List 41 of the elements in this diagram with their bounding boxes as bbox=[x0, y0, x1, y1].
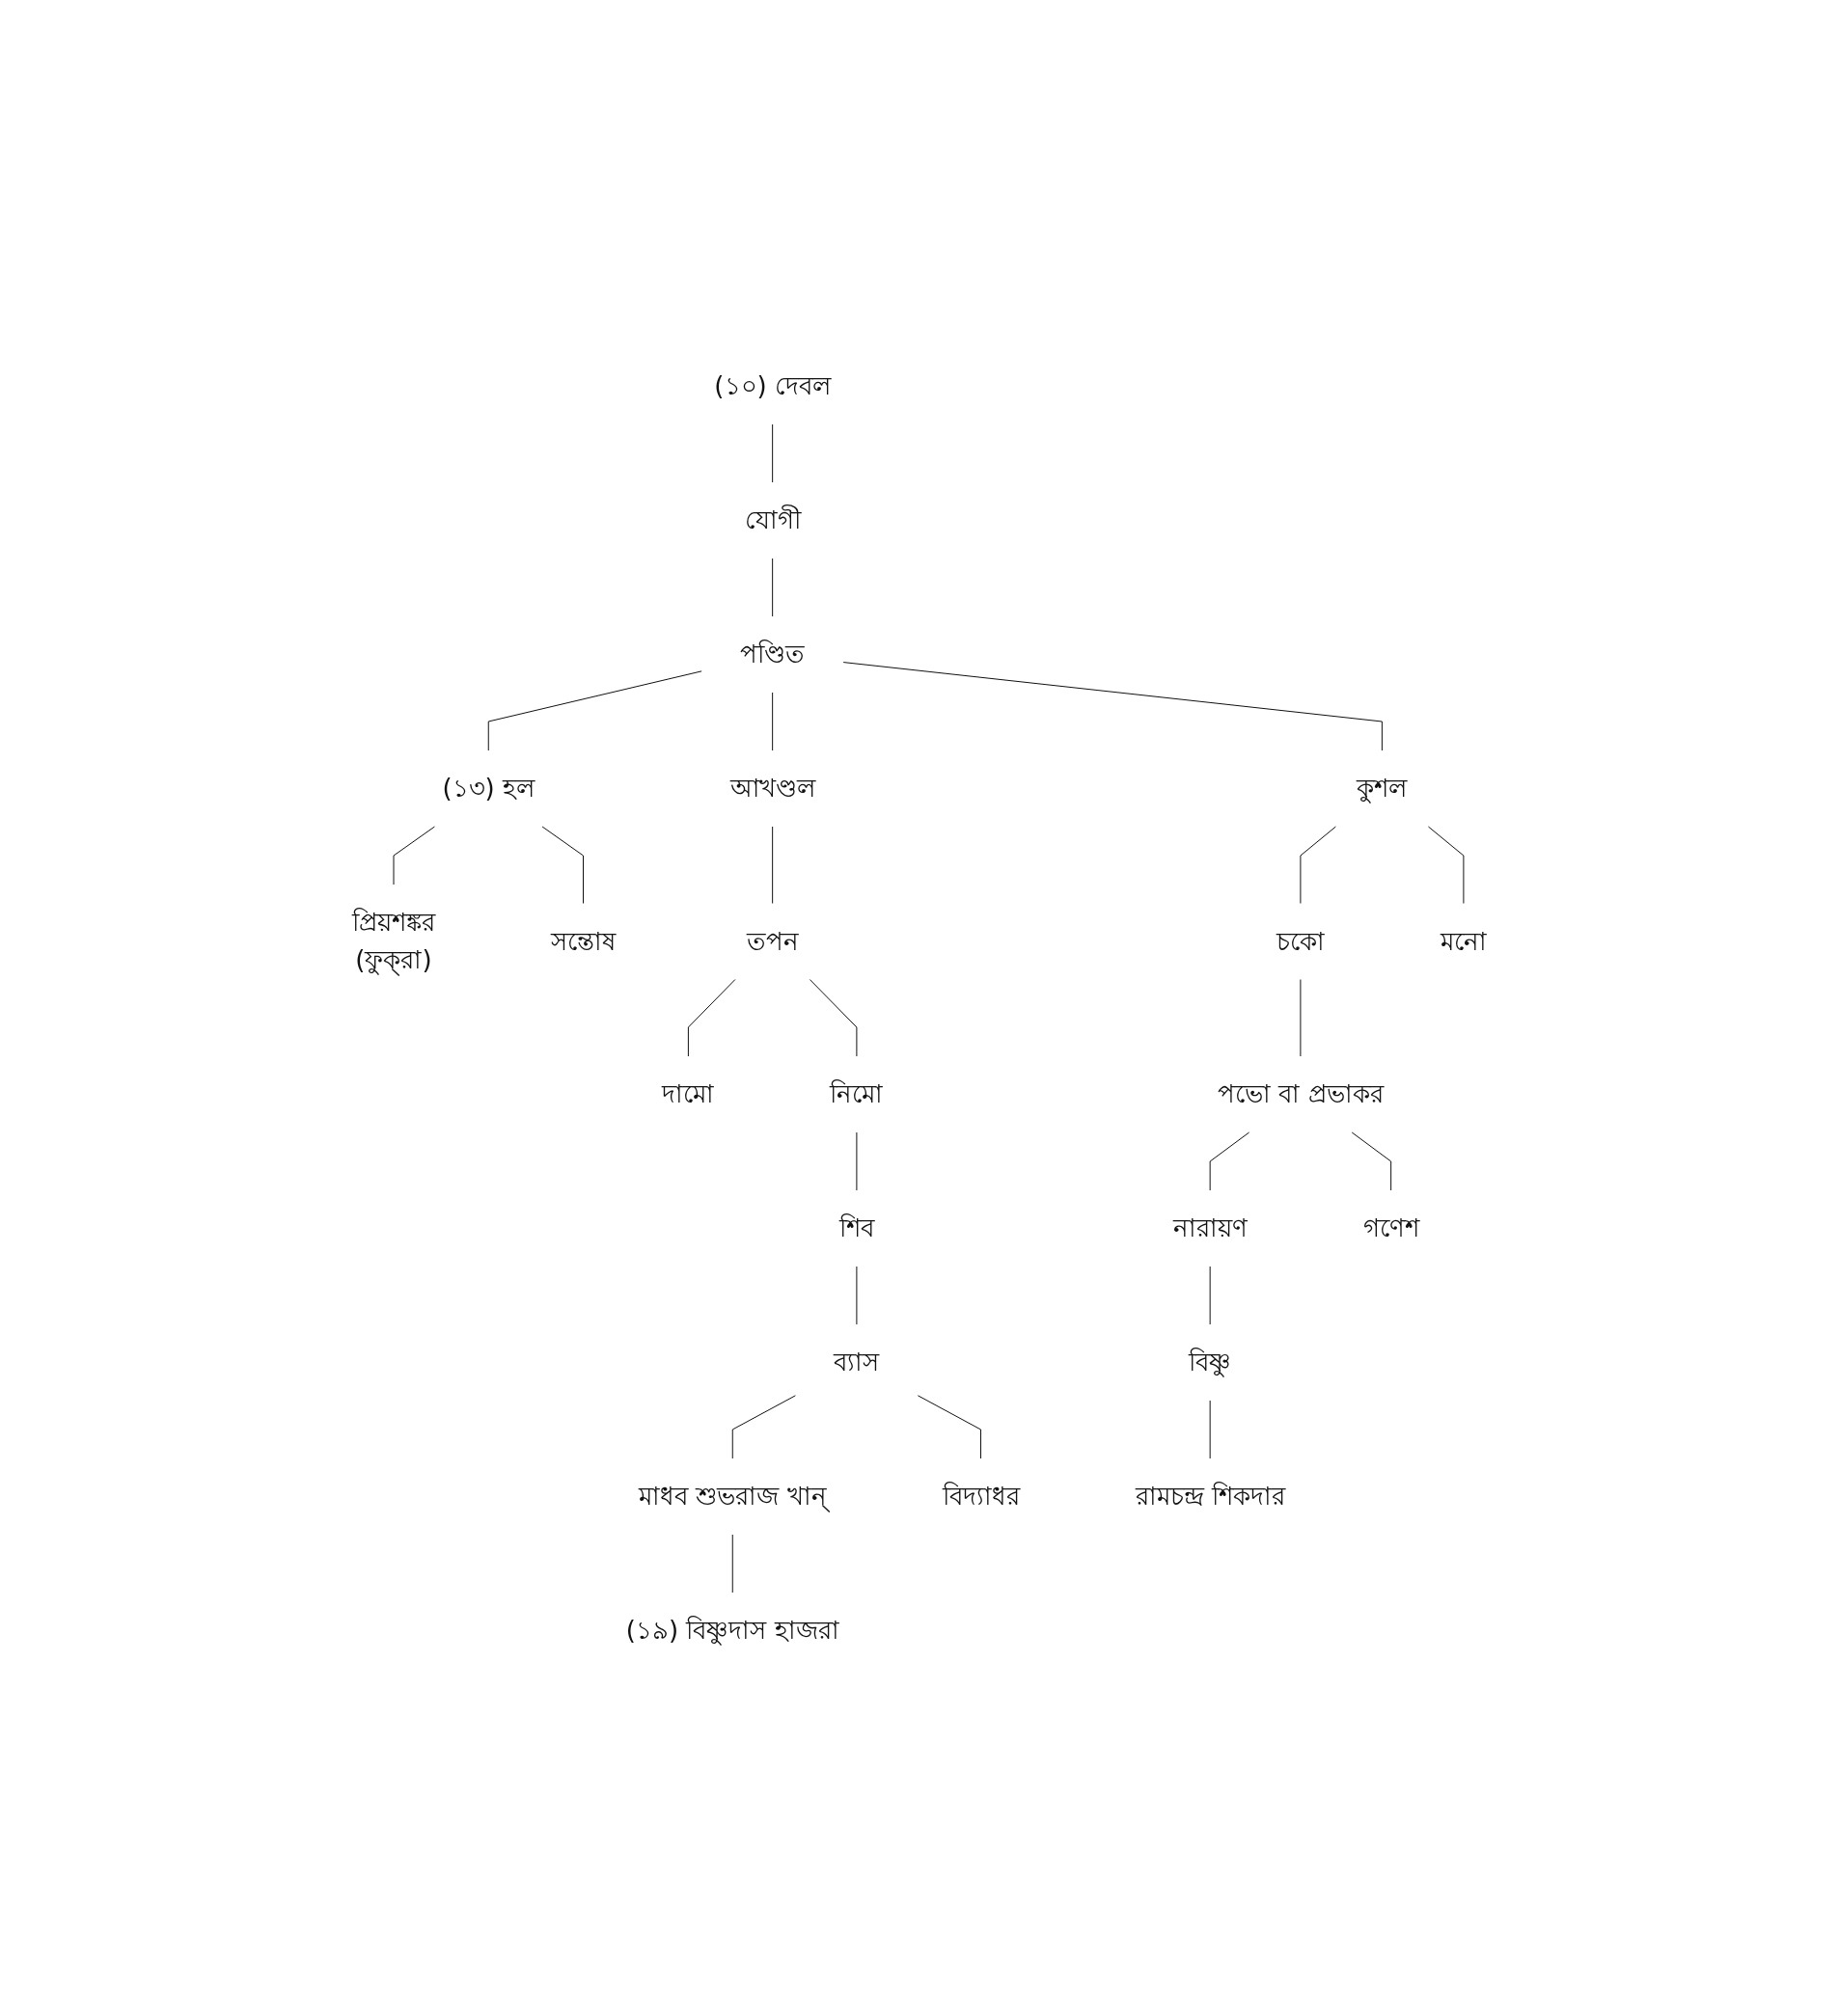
node-text: পভো বা প্রভাকর bbox=[1218, 1078, 1384, 1108]
connector bbox=[772, 692, 774, 750]
connector bbox=[1428, 826, 1465, 904]
node-text: সন্তোষ bbox=[551, 926, 617, 955]
node-text: আখণ্ডল bbox=[729, 773, 815, 803]
connector bbox=[842, 661, 1383, 750]
connector bbox=[731, 1394, 796, 1458]
node-text: নারায়ণ bbox=[1172, 1212, 1248, 1242]
connector bbox=[772, 826, 774, 904]
node-text: (১৩) হল bbox=[442, 773, 535, 803]
node-text: গণেশ bbox=[1362, 1212, 1419, 1242]
node-text: যোগী bbox=[744, 504, 801, 534]
connector bbox=[809, 978, 858, 1056]
connector bbox=[772, 558, 774, 616]
node-text: প্রিয়শঙ্কর (ফুক্‌রা) bbox=[352, 907, 436, 974]
connector bbox=[917, 1394, 982, 1458]
connector bbox=[1351, 1131, 1392, 1190]
node-text: (১০) দেবল bbox=[714, 370, 831, 400]
node-text: নিমো bbox=[830, 1078, 884, 1108]
node-text: চকো bbox=[1276, 926, 1325, 955]
connector bbox=[1209, 1131, 1250, 1190]
node-text: মনো bbox=[1440, 926, 1487, 955]
node-text: তপন bbox=[746, 926, 799, 955]
node-text: বিষ্ণু bbox=[1189, 1347, 1232, 1376]
node-text: ব্যাস bbox=[834, 1347, 880, 1376]
connector bbox=[541, 826, 585, 904]
node-text: (১৯) বিষ্ণুদাস হাজরা bbox=[625, 1615, 839, 1645]
connector bbox=[487, 669, 702, 750]
connector bbox=[687, 978, 736, 1056]
node-text: দামো bbox=[662, 1078, 715, 1108]
node-text: শিব bbox=[838, 1212, 874, 1242]
node-text: রামচন্দ্র শিকদার bbox=[1135, 1481, 1285, 1511]
connector bbox=[1300, 826, 1336, 904]
connector bbox=[1209, 1400, 1211, 1458]
node-text: পণ্ডিত bbox=[740, 639, 806, 668]
connector bbox=[393, 826, 435, 885]
connector bbox=[731, 1534, 733, 1593]
node-text: বিদ্যাধর bbox=[942, 1481, 1020, 1511]
connector bbox=[772, 423, 774, 482]
connector bbox=[1209, 1266, 1211, 1324]
node-text: কুশল bbox=[1357, 773, 1408, 803]
